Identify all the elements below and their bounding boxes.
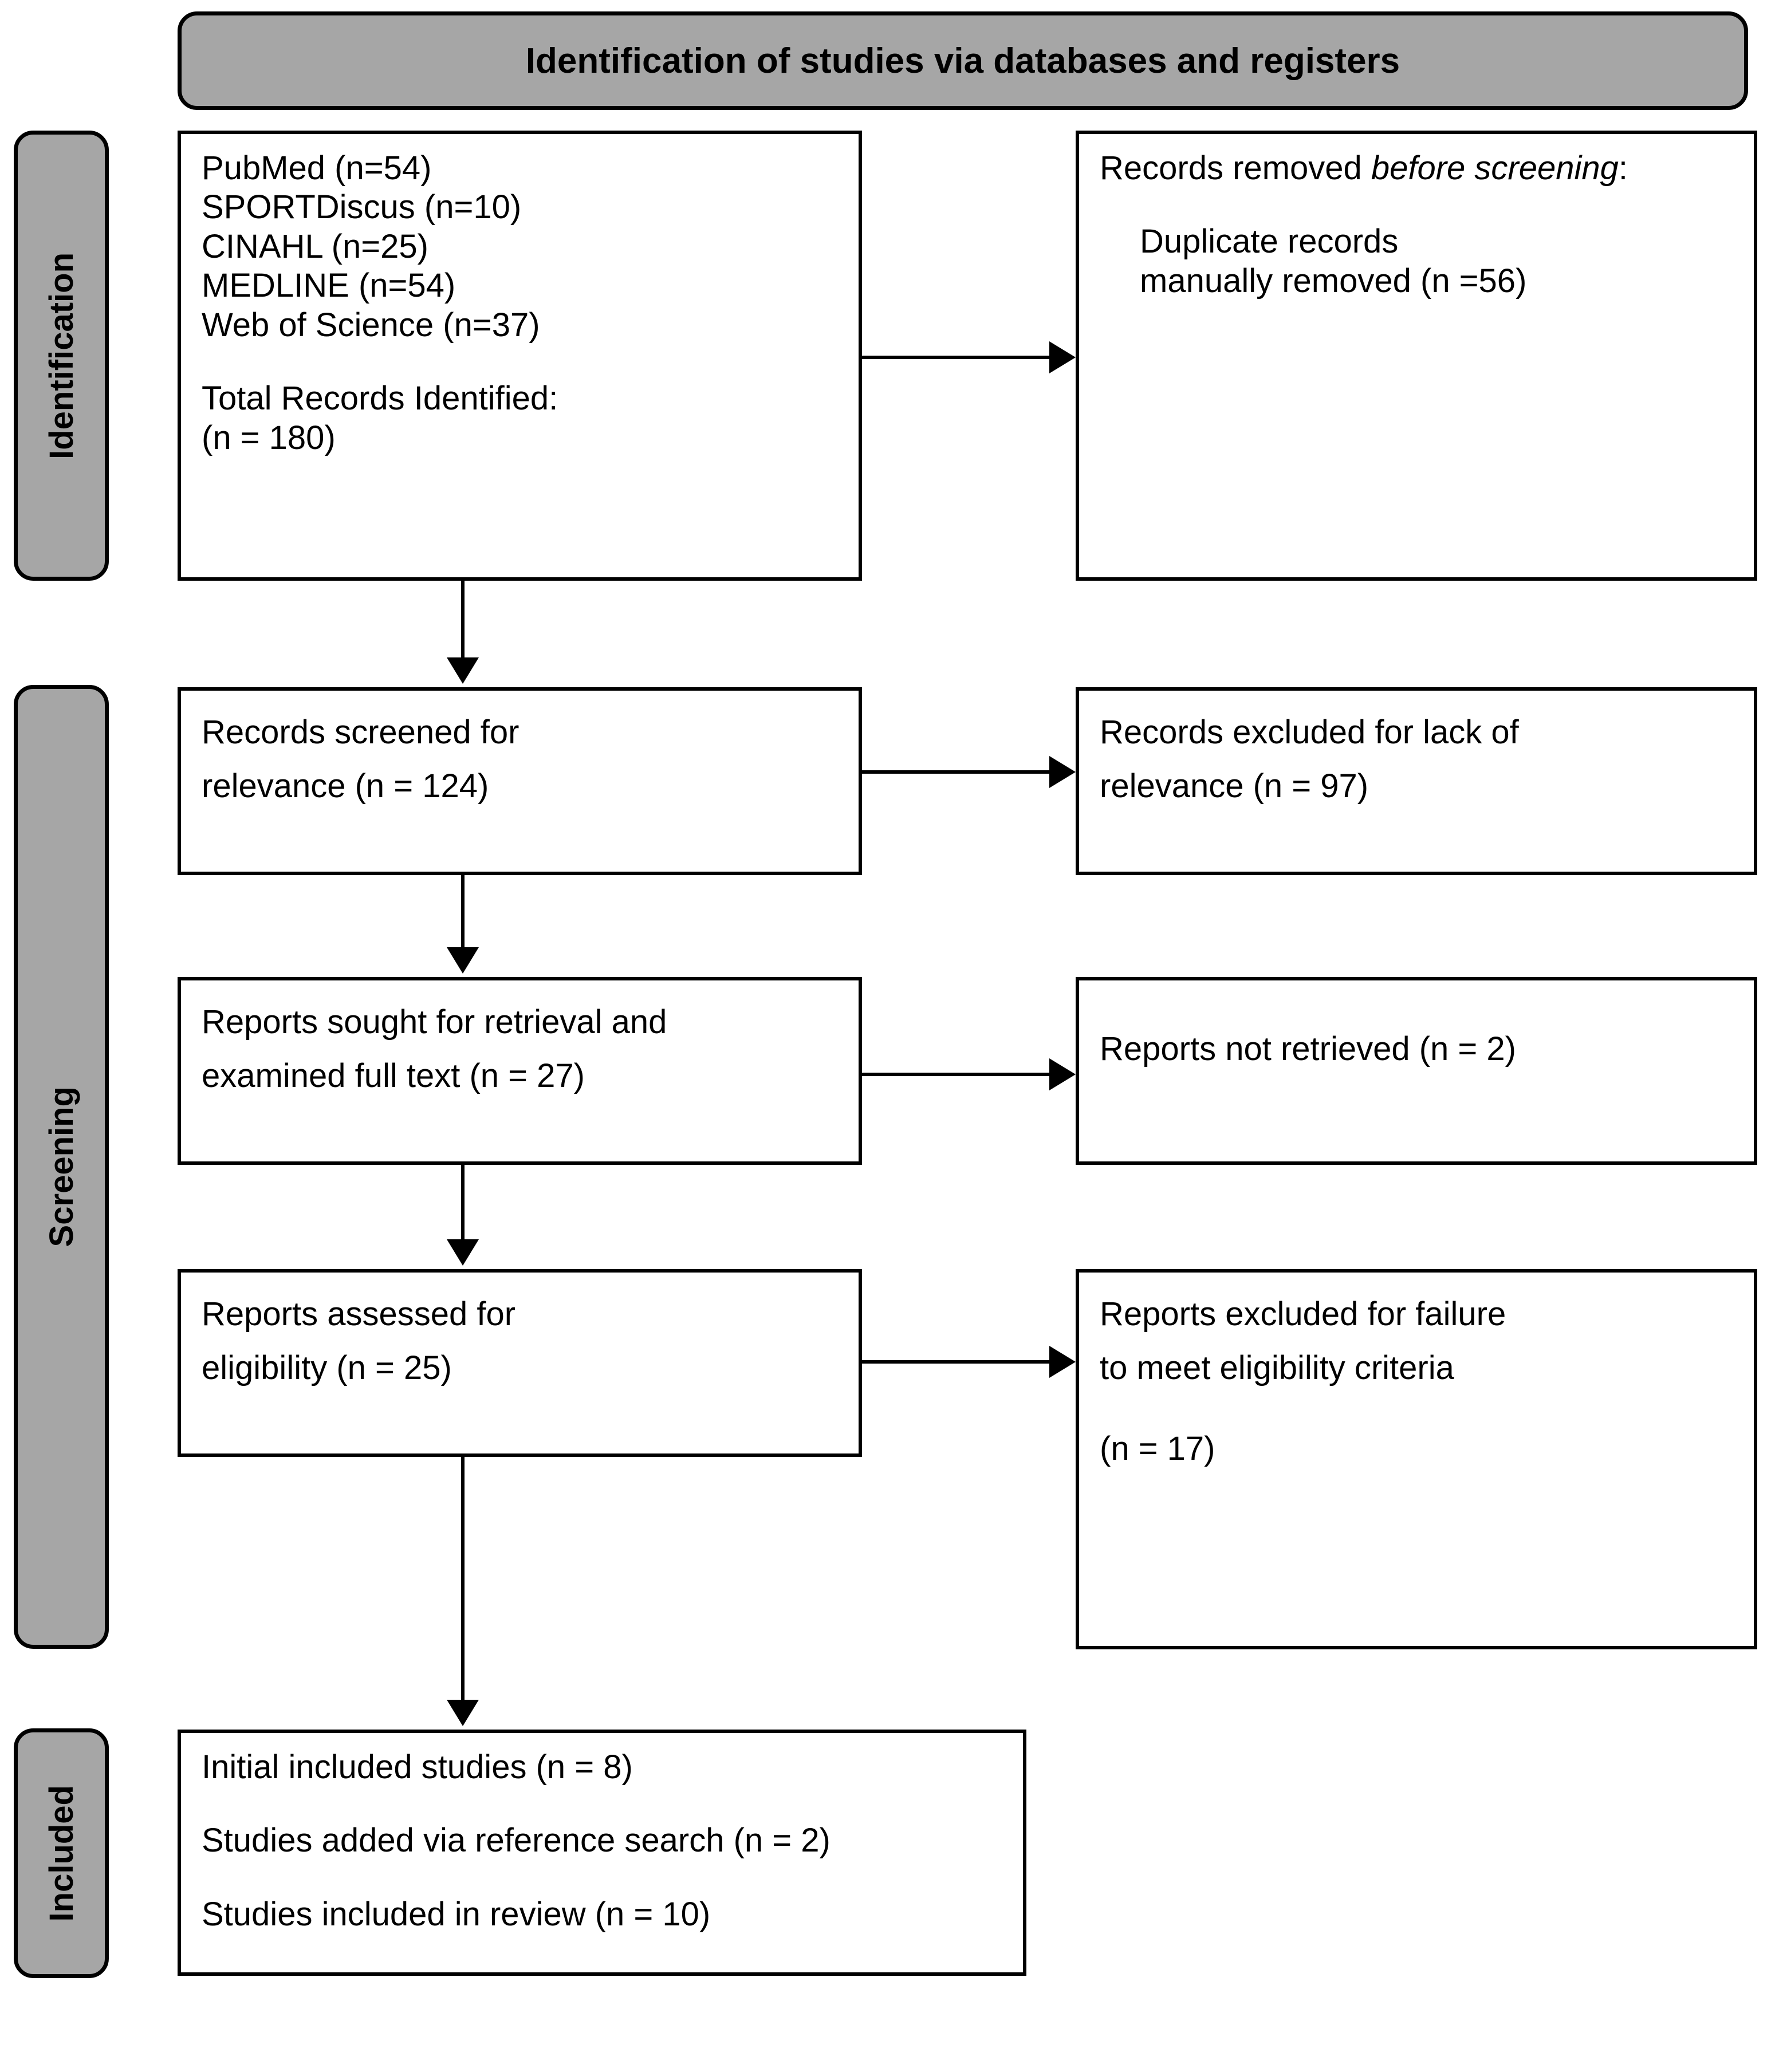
duplicate-records-line2: manually removed (n =56) [1140,262,1527,300]
records-removed-heading: Records removed before screening: [1100,149,1737,188]
reports-sought-line1: Reports sought for retrieval and [202,1003,667,1041]
box-reports-sought-for-retrieval: Reports sought for retrieval and examine… [178,977,862,1165]
connector-identified-to-screened [461,580,465,660]
records-screened-line1: Records screened for [202,714,519,751]
box-reports-assessed-eligibility: Reports assessed for eligibility (n = 25… [178,1269,862,1457]
duplicate-records-detail: Duplicate records manually removed (n =5… [1140,222,1737,301]
reports-excluded-eligibility-count: (n = 17) [1100,1429,1215,1467]
arrowhead-right-icon-1 [1049,341,1076,373]
stage-label-included: Included [14,1728,109,1978]
included-studies-in-review: Studies included in review (n = 10) [202,1895,711,1933]
connector-assessed-to-included [461,1456,465,1703]
arrowhead-down-icon-2 [447,947,479,974]
stage-label-identification-text: Identification [42,252,80,459]
arrowhead-right-icon-4 [1049,1346,1076,1378]
arrowhead-down-icon-3 [447,1239,479,1266]
source-cinahl: CINAHL (n=25) [202,227,428,265]
arrowhead-right-icon-2 [1049,756,1076,788]
records-removed-heading-italic: before screening [1371,149,1619,187]
reports-assessed-line1: Reports assessed for [202,1295,516,1333]
arrowhead-right-icon-3 [1049,1058,1076,1090]
records-removed-heading-plain: Records removed [1100,149,1371,187]
reports-excluded-eligibility-line2: to meet eligibility criteria [1100,1349,1454,1386]
duplicate-records-line1: Duplicate records [1140,223,1399,261]
stage-label-screening: Screening [14,685,109,1649]
total-records-identified-value: (n = 180) [202,419,336,456]
source-pubmed: PubMed (n=54) [202,149,432,187]
box-reports-excluded-eligibility: Reports excluded for failure to meet eli… [1076,1269,1757,1649]
connector-identified-to-removed [862,356,1051,359]
reports-sought-line2: examined full text (n = 27) [202,1057,585,1094]
diagram-header-banner: Identification of studies via databases … [178,11,1748,110]
stage-label-screening-text: Screening [42,1086,80,1247]
connector-screened-to-excluded [862,770,1051,774]
reports-not-retrieved-line1: Reports not retrieved (n = 2) [1100,1030,1516,1067]
box-reports-not-retrieved: Reports not retrieved (n = 2) [1076,977,1757,1165]
box-included-studies: Initial included studies (n = 8) Studies… [178,1730,1026,1976]
records-excluded-relevance-line1: Records excluded for lack of [1100,714,1519,751]
records-excluded-relevance-line2: relevance (n = 97) [1100,767,1369,805]
box-records-excluded-relevance: Records excluded for lack of relevance (… [1076,687,1757,875]
arrowhead-down-icon-1 [447,657,479,684]
box-records-screened: Records screened for relevance (n = 124) [178,687,862,875]
reports-excluded-eligibility-line1: Reports excluded for failure [1100,1295,1506,1333]
box-records-removed-before-screening: Records removed before screening: Duplic… [1076,131,1757,581]
connector-assessed-to-excluded-elig [862,1360,1051,1364]
box-records-identified: PubMed (n=54) SPORTDiscus (n=10) CINAHL … [178,131,862,581]
source-medline: MEDLINE (n=54) [202,267,456,305]
connector-sought-to-assessed [461,1164,465,1242]
diagram-title: Identification of studies via databases … [525,41,1400,81]
connector-screened-to-sought [461,875,465,950]
included-added-via-reference-search: Studies added via reference search (n = … [202,1822,831,1860]
connector-sought-to-not-retrieved [862,1073,1051,1076]
stage-label-identification: Identification [14,131,109,581]
source-web-of-science: Web of Science (n=37) [202,306,540,344]
total-records-identified-label: Total Records Identified: [202,380,558,417]
stage-label-included-text: Included [42,1785,80,1922]
records-removed-heading-suffix: : [1618,149,1628,187]
reports-assessed-line2: eligibility (n = 25) [202,1349,452,1386]
records-screened-line2: relevance (n = 124) [202,767,489,805]
arrowhead-down-icon-4 [447,1700,479,1726]
included-initial-studies: Initial included studies (n = 8) [202,1748,633,1786]
source-sportdiscus: SPORTDiscus (n=10) [202,188,522,226]
